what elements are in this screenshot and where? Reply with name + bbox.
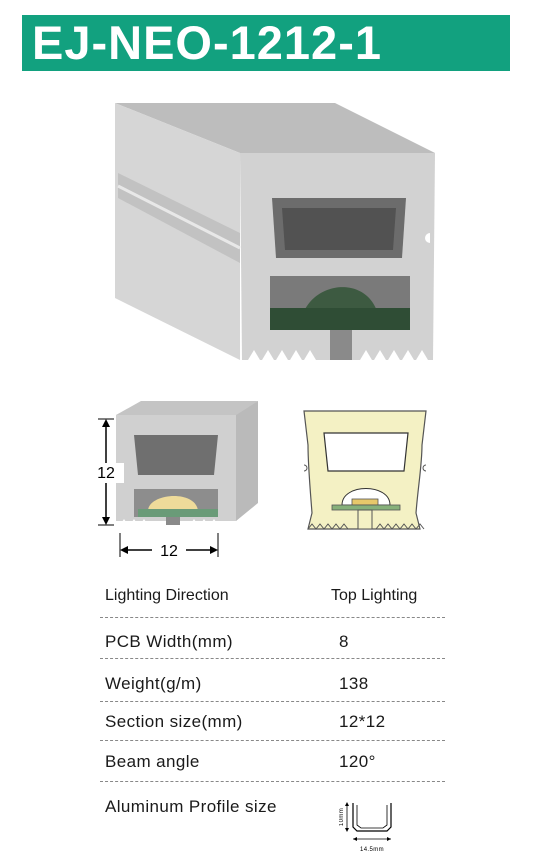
height-dimension-label: 12 bbox=[97, 465, 115, 482]
profile-height-label: 10mm bbox=[339, 808, 345, 826]
spec-header-label: Lighting Direction bbox=[105, 587, 229, 604]
spec-header-value: Top Lighting bbox=[331, 587, 418, 604]
profile-width-label: 14.5mm bbox=[360, 847, 384, 853]
product-3d-render bbox=[115, 103, 435, 360]
spec-label: Beam angle bbox=[105, 752, 200, 771]
row-divider bbox=[100, 658, 445, 659]
spec-value: 8 bbox=[339, 632, 349, 651]
spec-value: 138 bbox=[339, 674, 369, 693]
spec-value: 120° bbox=[339, 752, 376, 771]
spec-label: PCB Width(mm) bbox=[105, 632, 233, 651]
width-dimension-label: 12 bbox=[160, 543, 178, 560]
spec-value: 12*12 bbox=[339, 712, 386, 731]
title-banner: EJ-NEO-1212-1 bbox=[22, 15, 510, 71]
spec-label: Aluminum Profile size bbox=[105, 797, 277, 816]
row-divider bbox=[100, 740, 445, 741]
row-divider bbox=[100, 701, 445, 702]
aluminum-profile-icon: 10mm 14.5mm bbox=[339, 802, 392, 853]
product-title: EJ-NEO-1212-1 bbox=[32, 16, 382, 69]
row-divider bbox=[100, 617, 445, 618]
cross-section-diagram bbox=[303, 410, 427, 530]
spec-label: Weight(g/m) bbox=[105, 674, 202, 693]
spec-label: Section size(mm) bbox=[105, 712, 243, 731]
dimension-render: 12 12 bbox=[90, 401, 258, 560]
row-divider bbox=[100, 781, 445, 782]
